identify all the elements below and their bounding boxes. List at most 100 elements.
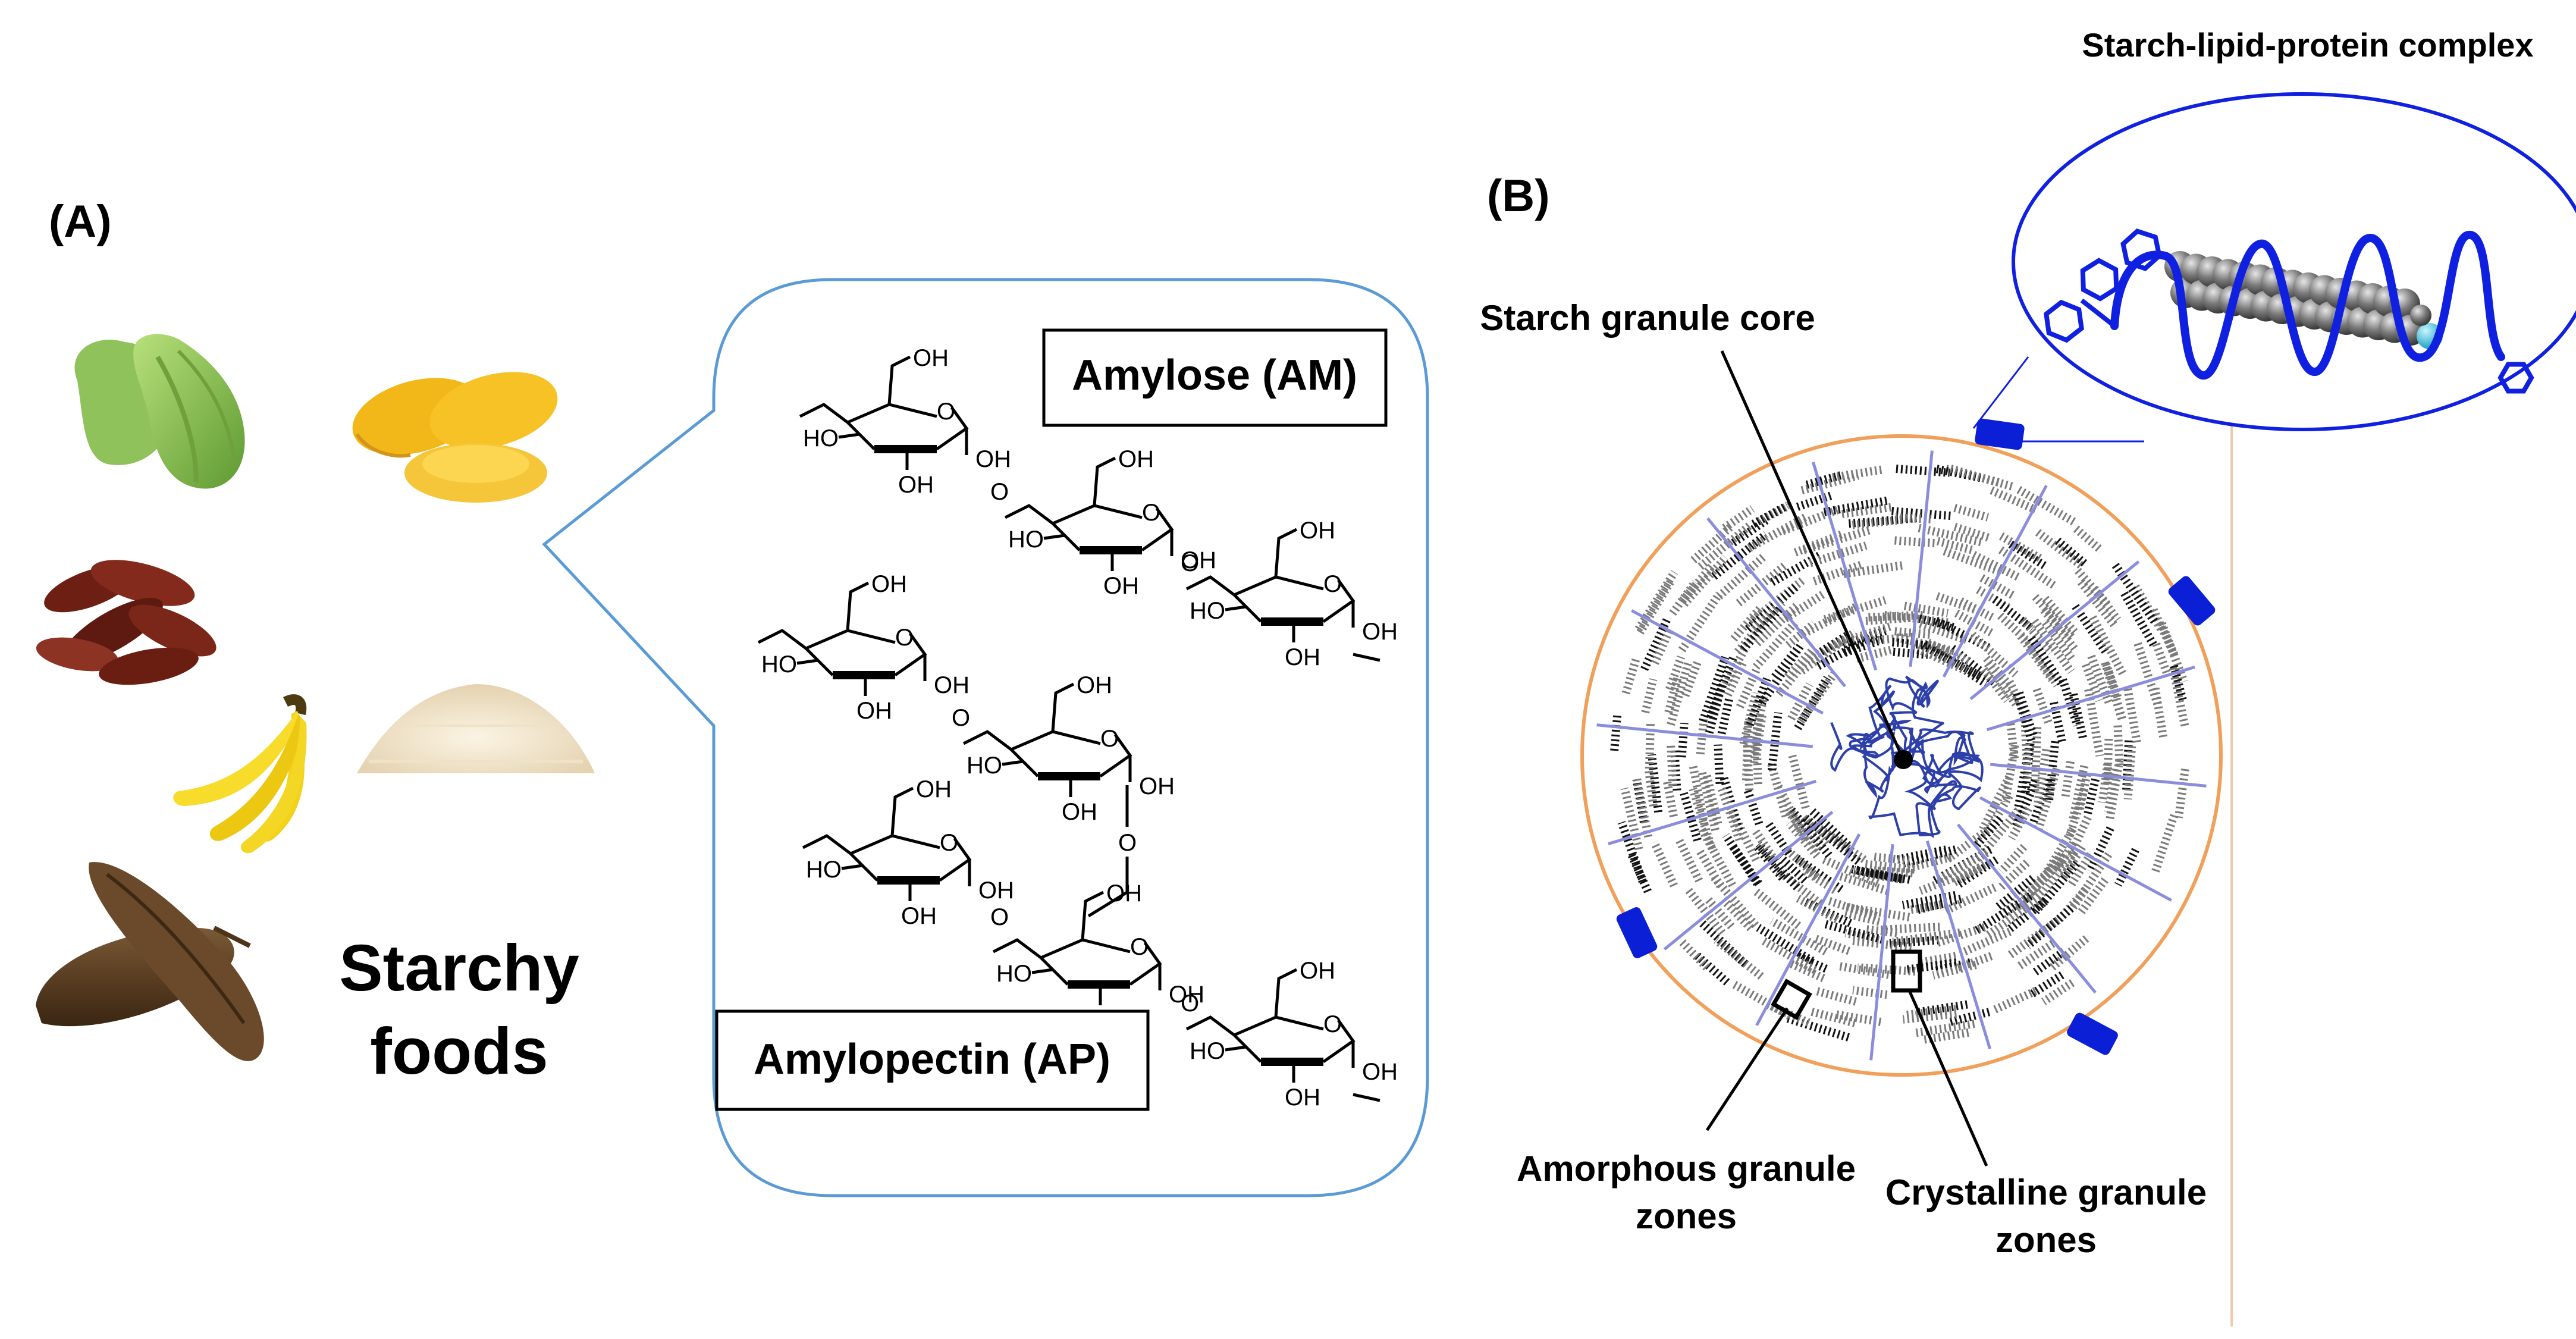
amylopectin-cluster xyxy=(1610,713,1622,751)
amylopectin-cluster xyxy=(1680,792,1702,842)
amylopectin-cluster xyxy=(1699,656,1730,723)
amylopectin-cluster xyxy=(1903,1005,1957,1020)
amylopectin-cluster xyxy=(1833,1009,1882,1026)
ho-bond xyxy=(1031,968,1053,974)
amylopectin-cluster xyxy=(1812,560,1863,585)
amylopectin-cluster xyxy=(2075,567,2111,608)
amylopectin-cluster xyxy=(1640,615,1672,671)
amylopectin-cluster xyxy=(2051,841,2077,874)
amylopectin-cluster xyxy=(1985,895,2043,939)
amylopectin-cluster xyxy=(1769,917,1828,955)
amylopectin-cluster xyxy=(1620,787,1643,851)
amylopectin-cluster xyxy=(1918,952,1957,967)
amylopectin-cluster xyxy=(1756,924,1815,965)
amylopectin-cluster xyxy=(1918,620,1968,644)
amorphous-pointer-line xyxy=(1705,1007,1789,1131)
amylopectin-cluster xyxy=(1866,870,1904,884)
amylopectin-cluster xyxy=(1855,645,1895,663)
amylopectin-cluster xyxy=(1677,723,1689,758)
amylopectin-cluster xyxy=(2174,769,2189,819)
oh-label: OH xyxy=(913,345,949,371)
amylopectin-cluster xyxy=(2028,778,2053,829)
ring-oxygen-label: O xyxy=(1130,934,1149,960)
radial-growth-line xyxy=(1986,666,2195,732)
ch2oh-bond xyxy=(1093,456,1116,506)
amylopectin-cluster xyxy=(1696,717,1708,755)
ch2oh-bond xyxy=(890,786,914,836)
oh-label: OH xyxy=(1139,773,1175,799)
amylopectin-cluster xyxy=(1949,465,2016,491)
amylopectin-cluster xyxy=(2032,688,2053,725)
complex-title: Starch-lipid-protein complex xyxy=(2082,26,2533,64)
radial-growth-line xyxy=(1869,844,1894,1061)
amylopectin-cluster xyxy=(1934,617,1993,653)
amylopectin-cluster xyxy=(2007,806,2032,841)
amylopectin-cluster xyxy=(1667,660,1693,726)
ring-oxygen-label: O xyxy=(1323,571,1342,597)
oh-label: OH xyxy=(975,446,1011,472)
amylopectin-cluster xyxy=(1943,547,2002,576)
amylopectin-cluster xyxy=(1752,738,1762,785)
amylopectin-cluster xyxy=(1843,635,1884,657)
oh-label: OH xyxy=(1077,672,1112,698)
protein-ring xyxy=(2080,258,2119,302)
ho-label: HO xyxy=(996,961,1032,987)
amylopectin-cluster xyxy=(1662,779,1678,817)
amylopectin-cluster xyxy=(1850,936,1912,952)
oh-label: OH xyxy=(1300,958,1335,984)
amylopectin-cluster xyxy=(1690,523,1734,563)
oh-label: OH xyxy=(1285,644,1320,670)
amylopectin-cluster xyxy=(1832,465,1884,482)
amylopectin-cluster xyxy=(2034,849,2079,903)
pine-nut-icon xyxy=(36,560,217,685)
amylopectin-cluster xyxy=(1852,986,1888,999)
ho-bond xyxy=(1002,760,1024,766)
ho-label: HO xyxy=(1190,598,1225,624)
amylopectin-cluster xyxy=(2033,748,2051,807)
ho-bond xyxy=(796,658,818,665)
ho-label: HO xyxy=(806,857,842,883)
amylopectin-cluster xyxy=(1794,676,1831,730)
amylopectin-cluster xyxy=(1713,937,1764,980)
radial-growth-line xyxy=(1990,763,2207,788)
amylopectin-cluster xyxy=(1976,586,2013,613)
amylopectin-cluster xyxy=(1990,486,2038,514)
amylopectin-cluster xyxy=(1678,938,1710,971)
amylopectin-cluster xyxy=(2169,667,2190,729)
starch-lipid-protein-complex xyxy=(2044,228,2534,394)
amylopectin-cluster xyxy=(1843,909,1881,926)
amylopectin-cluster xyxy=(1702,774,1722,825)
radial-growth-line xyxy=(1631,609,1824,715)
amylopectin-cluster xyxy=(1636,579,1674,635)
amylopectin-cluster xyxy=(1696,849,1724,889)
protein-ring xyxy=(2044,299,2084,343)
amylose-label: Amylose (AM) xyxy=(1072,352,1357,399)
amylopectin-cluster xyxy=(1697,769,1720,832)
amylopectin-cluster xyxy=(1634,570,1678,632)
amylopectin-cluster xyxy=(1892,928,1961,946)
amylopectin-cluster xyxy=(1935,923,1986,948)
chain-bond xyxy=(799,403,849,424)
amylopectin-cluster xyxy=(2050,701,2067,744)
panel-b-label: (B) xyxy=(1487,171,1550,221)
amylopectin-cluster xyxy=(1813,822,1867,863)
protein-ring xyxy=(2497,362,2534,394)
amylopectin-cluster xyxy=(1991,987,2038,1015)
amylopectin-cluster xyxy=(2001,744,2019,803)
amylopectin-cluster xyxy=(2032,948,2067,976)
surface-marker xyxy=(2067,1012,2118,1055)
oh-label: OH xyxy=(1062,799,1097,825)
surface-marker xyxy=(1616,907,1658,958)
amylopectin-cluster xyxy=(1787,959,1825,982)
chain-bond xyxy=(1185,1015,1235,1036)
panel-a-label: (A) xyxy=(49,196,112,247)
amylopectin-cluster xyxy=(1785,809,1822,853)
core-label: Starch granule core xyxy=(1480,298,1815,338)
amylopectin-cluster xyxy=(1650,841,1678,888)
amylopectin-cluster xyxy=(1913,1020,1975,1037)
ho-bond xyxy=(1225,1045,1247,1052)
amylopectin-cluster xyxy=(1931,646,1988,688)
